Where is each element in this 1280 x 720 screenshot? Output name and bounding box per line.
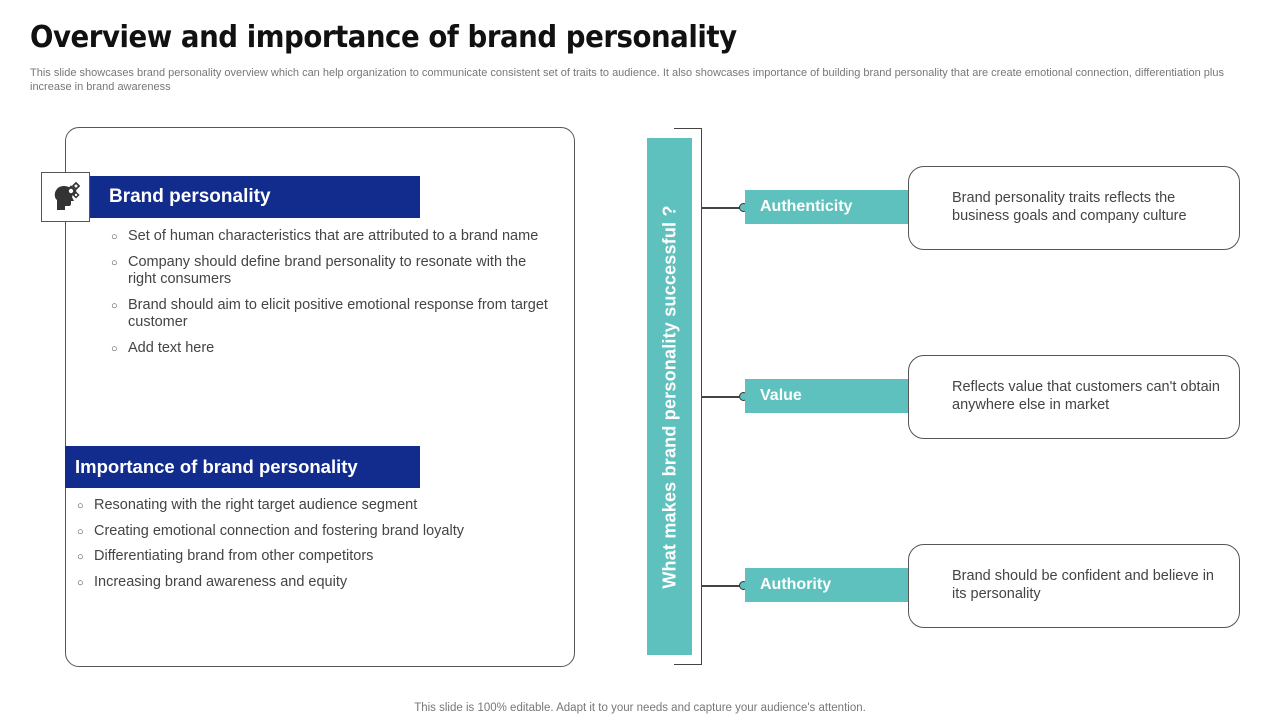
bullet-circle-icon: ○ bbox=[77, 500, 84, 512]
connector-line bbox=[702, 396, 744, 398]
list-item: ○Creating emotional connection and foste… bbox=[77, 522, 464, 539]
page-title: Overview and importance of brand persona… bbox=[30, 20, 737, 55]
trait-authenticity: Authenticity bbox=[745, 190, 925, 224]
list-item: ○Increasing brand awareness and equity bbox=[77, 573, 348, 590]
bullet-circle-icon: ○ bbox=[77, 576, 84, 589]
brand-personality-heading: Brand personality bbox=[90, 176, 420, 218]
footer-note: This slide is 100% editable. Adapt it to… bbox=[414, 702, 866, 714]
list-item: ○Set of human characteristics that are a… bbox=[111, 228, 539, 244]
head-gears-icon bbox=[41, 172, 90, 222]
trait-authority: Authority bbox=[745, 568, 925, 602]
trait-description-box: Brand personality traits reflects the bu… bbox=[908, 166, 1240, 250]
bullet-circle-icon: ○ bbox=[77, 551, 84, 563]
trait-value: Value bbox=[745, 379, 925, 413]
question-text: What makes brand personality successful … bbox=[659, 205, 680, 589]
trait-description-box: Reflects value that customers can't obta… bbox=[908, 355, 1240, 439]
list-item: ○Brand should aim to elicit positive emo… bbox=[111, 297, 548, 330]
connector-line bbox=[702, 585, 744, 587]
question-bar bbox=[647, 138, 692, 655]
bullet-circle-icon: ○ bbox=[77, 525, 84, 538]
importance-heading: Importance of brand personality bbox=[65, 446, 420, 488]
brand-personality-list: ○Set of human characteristics that are a… bbox=[111, 228, 553, 366]
trait-description-box: Brand should be confident and believe in… bbox=[908, 544, 1240, 628]
page-subtitle: This slide showcases brand personality o… bbox=[30, 67, 1224, 93]
bracket-line bbox=[674, 128, 702, 665]
connector-line bbox=[702, 207, 744, 209]
bullet-circle-icon: ○ bbox=[111, 257, 118, 269]
bullet-circle-icon: ○ bbox=[111, 231, 118, 243]
list-item: ○Differentiating brand from other compet… bbox=[77, 548, 374, 564]
list-item: ○Resonating with the right target audien… bbox=[77, 497, 418, 513]
importance-list: ○Resonating with the right target audien… bbox=[77, 497, 534, 599]
list-item: ○Company should define brand personality… bbox=[111, 254, 527, 287]
list-item: ○Add text here bbox=[111, 340, 215, 356]
bullet-circle-icon: ○ bbox=[111, 300, 118, 312]
bullet-circle-icon: ○ bbox=[111, 343, 118, 355]
